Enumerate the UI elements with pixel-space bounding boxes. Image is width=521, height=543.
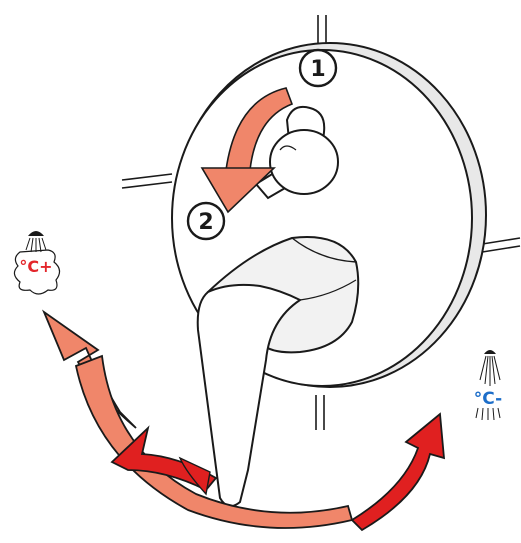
cold-temperature-label: °C- — [474, 389, 502, 409]
diverter-knob[interactable] — [254, 105, 339, 200]
mixer-lever[interactable] — [196, 236, 360, 508]
step-2-badge: 2 — [186, 201, 226, 241]
step-1-badge: 1 — [298, 48, 338, 88]
steaming-shower-icon: °C+ — [13, 231, 61, 295]
hot-temperature-label: °C+ — [19, 257, 52, 276]
step-2-label: 2 — [198, 210, 213, 235]
diverter-rotation-arrow — [200, 87, 294, 214]
red-arrow-right — [350, 412, 446, 532]
shower-spray-icon: °C- — [474, 350, 502, 421]
red-arrow-left — [110, 425, 218, 496]
step-1-label: 1 — [310, 57, 325, 82]
